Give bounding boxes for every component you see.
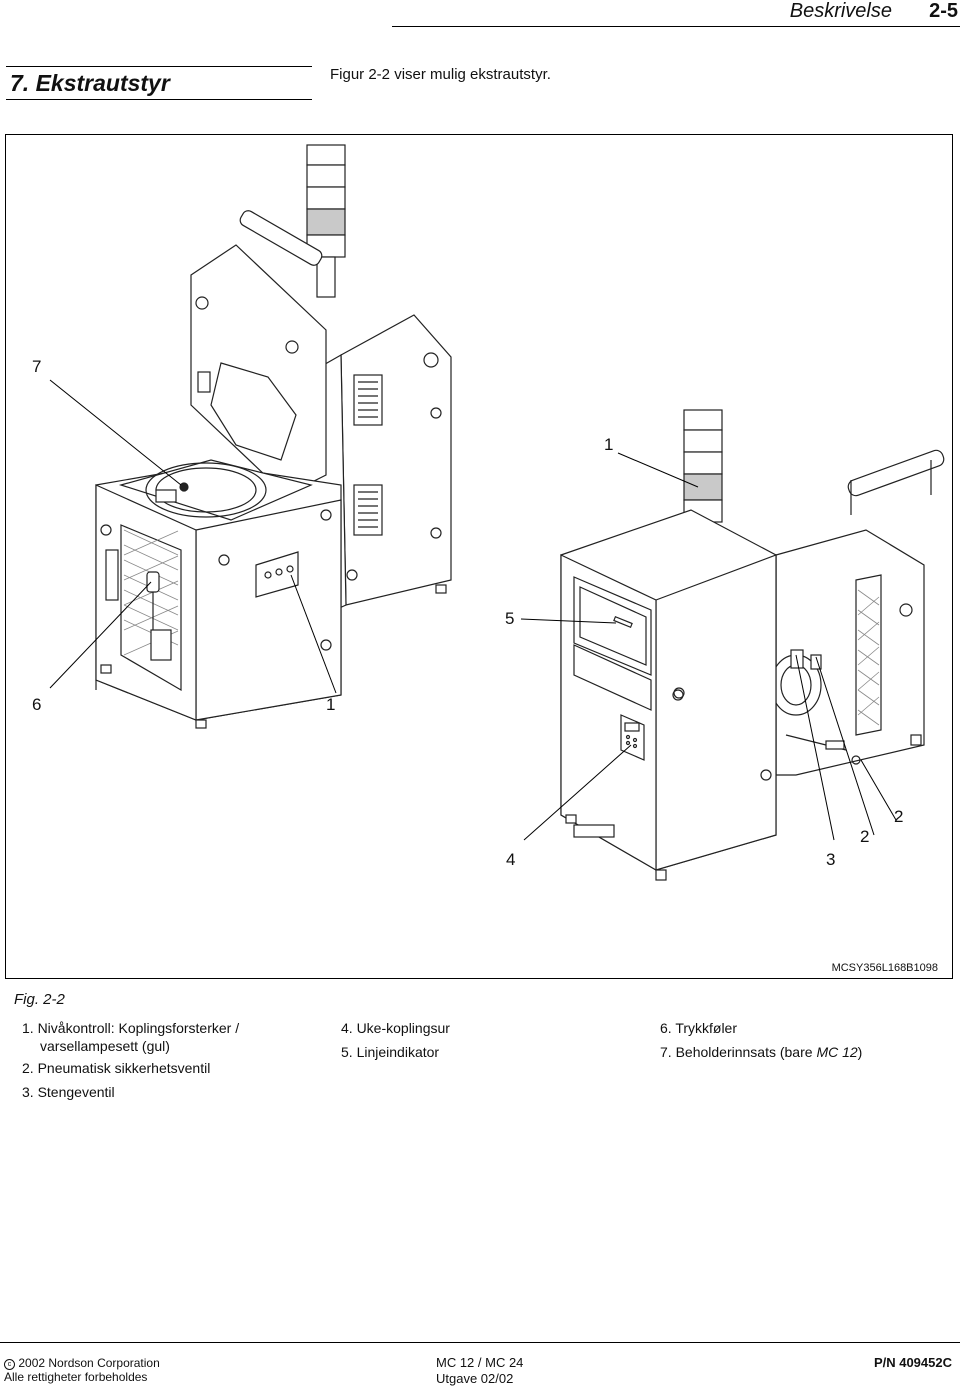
callout-2-a: 2 (860, 827, 870, 846)
legend-item-3: 3. Stengeventil (22, 1084, 115, 1100)
footer-rights: Alle rettigheter forbeholdes (4, 1370, 148, 1384)
legend-item-4: 4. Uke-koplingsur (341, 1020, 450, 1036)
footer-copyright-text: 2002 Nordson Corporation (18, 1356, 160, 1370)
left-machine-drawing (95, 144, 452, 729)
legend-item-2: 2. Pneumatisk sikkerhetsventil (22, 1060, 211, 1076)
footer-edition: Utgave 02/02 (436, 1371, 514, 1386)
callout-5: 5 (505, 609, 515, 628)
footer-model: MC 12 / MC 24 (436, 1355, 524, 1370)
right-machine-drawing (560, 409, 945, 881)
callout-7: 7 (32, 357, 42, 376)
callout-6: 6 (32, 695, 42, 714)
figure-frame: 7 1 5 6 1 4 3 2 2 (5, 134, 953, 979)
header-section-title: Beskrivelse (789, 0, 892, 22)
callout-3: 3 (826, 850, 836, 869)
equipment-illustration (49, 144, 945, 881)
legend-item-7-model: MC 12 (816, 1044, 858, 1060)
section-intro: Figur 2-2 viser mulig ekstrautstyr. (330, 66, 551, 83)
callout-4: 4 (506, 850, 516, 869)
header-page-number: 2-5 (929, 0, 958, 22)
footer-copyright: c 2002 Nordson Corporation (4, 1356, 160, 1370)
footer-part-number: P/N 409452C (873, 1355, 952, 1370)
legend-item-7-text: 7. Beholderinnsats (bare (660, 1044, 817, 1060)
legend-item-1-cont: varsellampesett (gul) (40, 1038, 170, 1054)
callout-1-left: 1 (326, 695, 336, 714)
header-rule (392, 26, 960, 27)
callout-1-right: 1 (604, 435, 614, 454)
section-title: 7. Ekstrautstyr (10, 70, 170, 96)
footer-rule (0, 1342, 960, 1343)
copyright-icon: c (4, 1359, 15, 1370)
callout-leader-lines (49, 379, 897, 841)
legend-item-7-close: ) (857, 1044, 863, 1060)
legend-item-5: 5. Linjeindikator (341, 1044, 440, 1060)
section-rule-top (6, 66, 312, 67)
section-rule-bottom (6, 99, 312, 100)
legend-item-6: 6. Trykkføler (660, 1020, 738, 1036)
legend-item-1: 1. Nivåkontroll: Koplingsforsterker / (22, 1020, 240, 1036)
callout-2-b: 2 (894, 807, 904, 826)
figure-caption: Fig. 2-2 (14, 991, 65, 1008)
legend-item-7: 7. Beholderinnsats (bare MC 12) (660, 1043, 862, 1061)
figure-code: MCSY356L168B1098 (831, 962, 938, 974)
